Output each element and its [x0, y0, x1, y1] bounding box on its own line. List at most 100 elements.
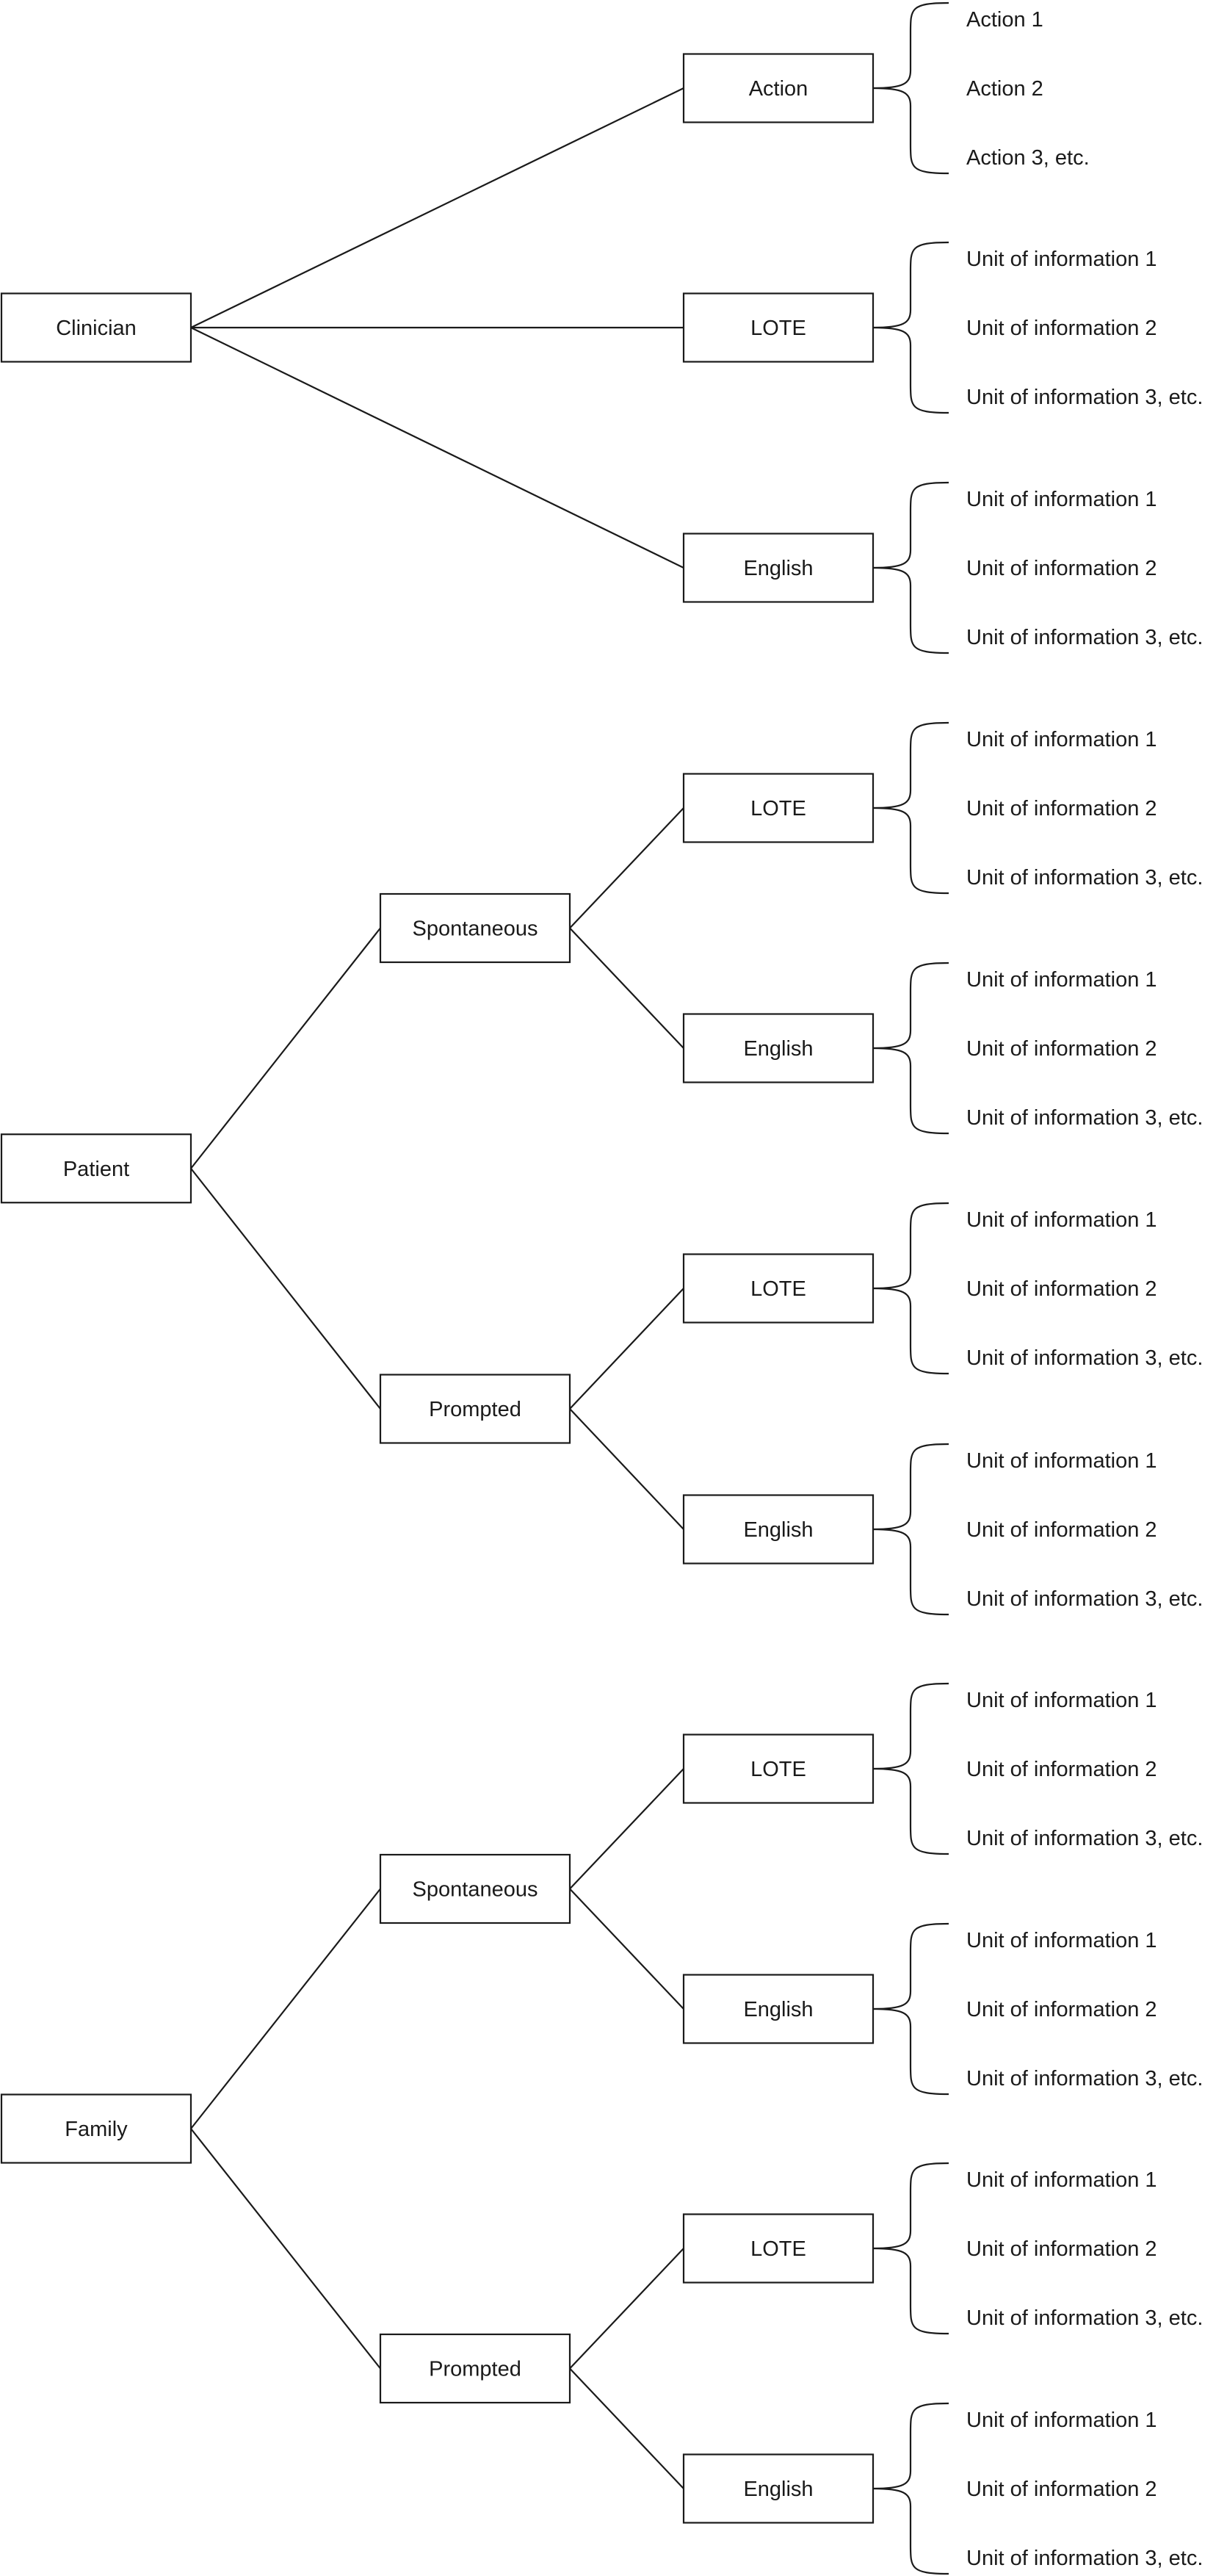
node-clinician-lote-brace: [872, 241, 949, 414]
node-patient-prompted-label: Prompted: [429, 1398, 521, 1421]
node-patient-prompted-english-item-2: Unit of information 2: [966, 1518, 1157, 1542]
node-patient-spontaneous-english-brace: [872, 962, 949, 1135]
node-patient-spontaneous-lote-edge: [569, 807, 684, 929]
node-clinician-english-item-3: Unit of information 3, etc.: [966, 626, 1203, 649]
node-family-prompted-english-label: English: [743, 2478, 813, 2501]
node-clinician-lote: LOTE: [682, 292, 875, 363]
node-family-prompted-edge: [190, 2128, 381, 2370]
node-patient-prompted-english-label: English: [743, 1518, 813, 1542]
node-patient-prompted-lote-rect: [682, 1253, 875, 1324]
node-clinician-rect: [0, 292, 192, 363]
node-clinician-lote-label: LOTE: [750, 317, 806, 340]
node-family-prompted-english-edge: [569, 2367, 684, 2489]
braces-layer: [872, 1, 949, 2575]
node-patient-prompted-lote-edge: [569, 1288, 684, 1410]
node-family-spontaneous-lote-brace: [872, 1682, 949, 1855]
node-family-rect: [0, 2093, 192, 2164]
node-family-spontaneous-lote-label: LOTE: [750, 1758, 806, 1781]
node-family: Family: [0, 2093, 192, 2164]
node-clinician-action-label: Action: [749, 77, 808, 101]
node-patient-spontaneous-english-item-2: Unit of information 2: [966, 1037, 1157, 1061]
node-patient-prompted-edge: [190, 1168, 381, 1410]
node-family-spontaneous-english-label: English: [743, 1998, 813, 2021]
node-clinician-action-brace: [872, 1, 949, 175]
nodes-layer: ClinicianActionLOTEEnglishPatientSpontan…: [0, 53, 875, 2524]
node-clinician-english-item-2: Unit of information 2: [966, 557, 1157, 580]
node-patient-spontaneous-lote-item-2: Unit of information 2: [966, 797, 1157, 820]
node-clinician-action-edge: [190, 87, 684, 328]
node-patient-spontaneous-rect: [379, 892, 571, 964]
node-clinician-action-item-3: Action 3, etc.: [966, 146, 1090, 170]
node-clinician-lote-item-1: Unit of information 1: [966, 248, 1157, 271]
node-family-prompted-english: English: [682, 2453, 875, 2524]
node-patient-prompted-lote-item-1: Unit of information 1: [966, 1208, 1157, 1232]
node-clinician-lote-item-3: Unit of information 3, etc.: [966, 386, 1203, 409]
node-family-spontaneous-lote-rect: [682, 1733, 875, 1804]
node-patient-spontaneous-lote-item-1: Unit of information 1: [966, 728, 1157, 751]
node-clinician-english: English: [682, 533, 875, 603]
node-family-spontaneous-english-item-3: Unit of information 3, etc.: [966, 2067, 1203, 2090]
node-patient-prompted-lote-label: LOTE: [750, 1277, 806, 1301]
node-family-spontaneous-rect: [379, 1853, 571, 1924]
node-family-prompted-rect: [379, 2333, 571, 2404]
node-patient-prompted-english: English: [682, 1494, 875, 1565]
node-clinician-english-item-1: Unit of information 1: [966, 488, 1157, 511]
node-clinician-lote-rect: [682, 292, 875, 363]
node-patient-spontaneous-edge: [190, 927, 381, 1169]
node-patient-rect: [0, 1133, 192, 1204]
node-patient-spontaneous-english: English: [682, 1013, 875, 1083]
node-family-spontaneous-english: English: [682, 1974, 875, 2044]
node-patient-prompted-lote: LOTE: [682, 1253, 875, 1324]
node-patient-spontaneous-english-rect: [682, 1013, 875, 1083]
node-family-prompted-english-item-3: Unit of information 3, etc.: [966, 2547, 1203, 2570]
node-family-spontaneous-lote-item-2: Unit of information 2: [966, 1758, 1157, 1781]
node-patient-spontaneous-lote-item-3: Unit of information 3, etc.: [966, 866, 1203, 890]
node-clinician-english-rect: [682, 533, 875, 603]
node-clinician-action-item-1: Action 1: [966, 8, 1043, 32]
node-family-prompted: Prompted: [379, 2333, 571, 2404]
node-patient-prompted: Prompted: [379, 1374, 571, 1444]
node-family-spontaneous-lote-item-3: Unit of information 3, etc.: [966, 1827, 1203, 1850]
node-patient-spontaneous-lote-label: LOTE: [750, 797, 806, 820]
node-family-prompted-english-item-2: Unit of information 2: [966, 2478, 1157, 2501]
node-patient-prompted-english-item-1: Unit of information 1: [966, 1449, 1157, 1473]
node-patient-prompted-rect: [379, 1374, 571, 1444]
node-family-prompted-lote-item-3: Unit of information 3, etc.: [966, 2306, 1203, 2330]
node-patient-prompted-lote-item-3: Unit of information 3, etc.: [966, 1346, 1203, 1370]
node-family-prompted-lote: LOTE: [682, 2213, 875, 2284]
node-patient-prompted-lote-brace: [872, 1202, 949, 1375]
node-family-label: Family: [65, 2118, 128, 2141]
node-clinician-english-brace: [872, 481, 949, 654]
node-patient: Patient: [0, 1133, 192, 1204]
node-patient-spontaneous: Spontaneous: [379, 892, 571, 964]
node-patient-spontaneous-english-label: English: [743, 1037, 813, 1061]
node-family-spontaneous-label: Spontaneous: [413, 1878, 538, 1902]
node-patient-spontaneous-english-item-3: Unit of information 3, etc.: [966, 1106, 1203, 1130]
node-family-spontaneous-lote-item-1: Unit of information 1: [966, 1689, 1157, 1712]
node-family-prompted-lote-label: LOTE: [750, 2237, 806, 2261]
node-family-prompted-lote-brace: [872, 2162, 949, 2335]
node-patient-prompted-lote-item-2: Unit of information 2: [966, 1277, 1157, 1301]
node-family-spontaneous-english-item-1: Unit of information 1: [966, 1929, 1157, 1952]
node-family-spontaneous-english-brace: [872, 1922, 949, 2096]
node-clinician: Clinician: [0, 292, 192, 363]
node-patient-spontaneous-english-edge: [569, 927, 684, 1049]
node-family-prompted-label: Prompted: [429, 2358, 521, 2381]
node-clinician-lote-item-2: Unit of information 2: [966, 317, 1157, 340]
node-family-spontaneous-edge: [190, 1888, 381, 2129]
node-family-spontaneous-lote-edge: [569, 1768, 684, 1890]
node-patient-spontaneous-lote-rect: [682, 773, 875, 843]
node-clinician-english-edge: [190, 327, 684, 569]
node-patient-spontaneous-lote: LOTE: [682, 773, 875, 843]
node-family-spontaneous-english-edge: [569, 1888, 684, 2010]
node-patient-label: Patient: [63, 1158, 129, 1181]
node-patient-spontaneous-lote-brace: [872, 721, 949, 895]
node-clinician-action: Action: [682, 53, 875, 123]
node-patient-prompted-english-rect: [682, 1494, 875, 1565]
node-family-prompted-lote-item-2: Unit of information 2: [966, 2237, 1157, 2261]
node-family-prompted-lote-edge: [569, 2248, 684, 2370]
node-family-prompted-english-brace: [872, 2402, 949, 2575]
node-family-spontaneous: Spontaneous: [379, 1853, 571, 1924]
node-clinician-label: Clinician: [56, 317, 137, 340]
